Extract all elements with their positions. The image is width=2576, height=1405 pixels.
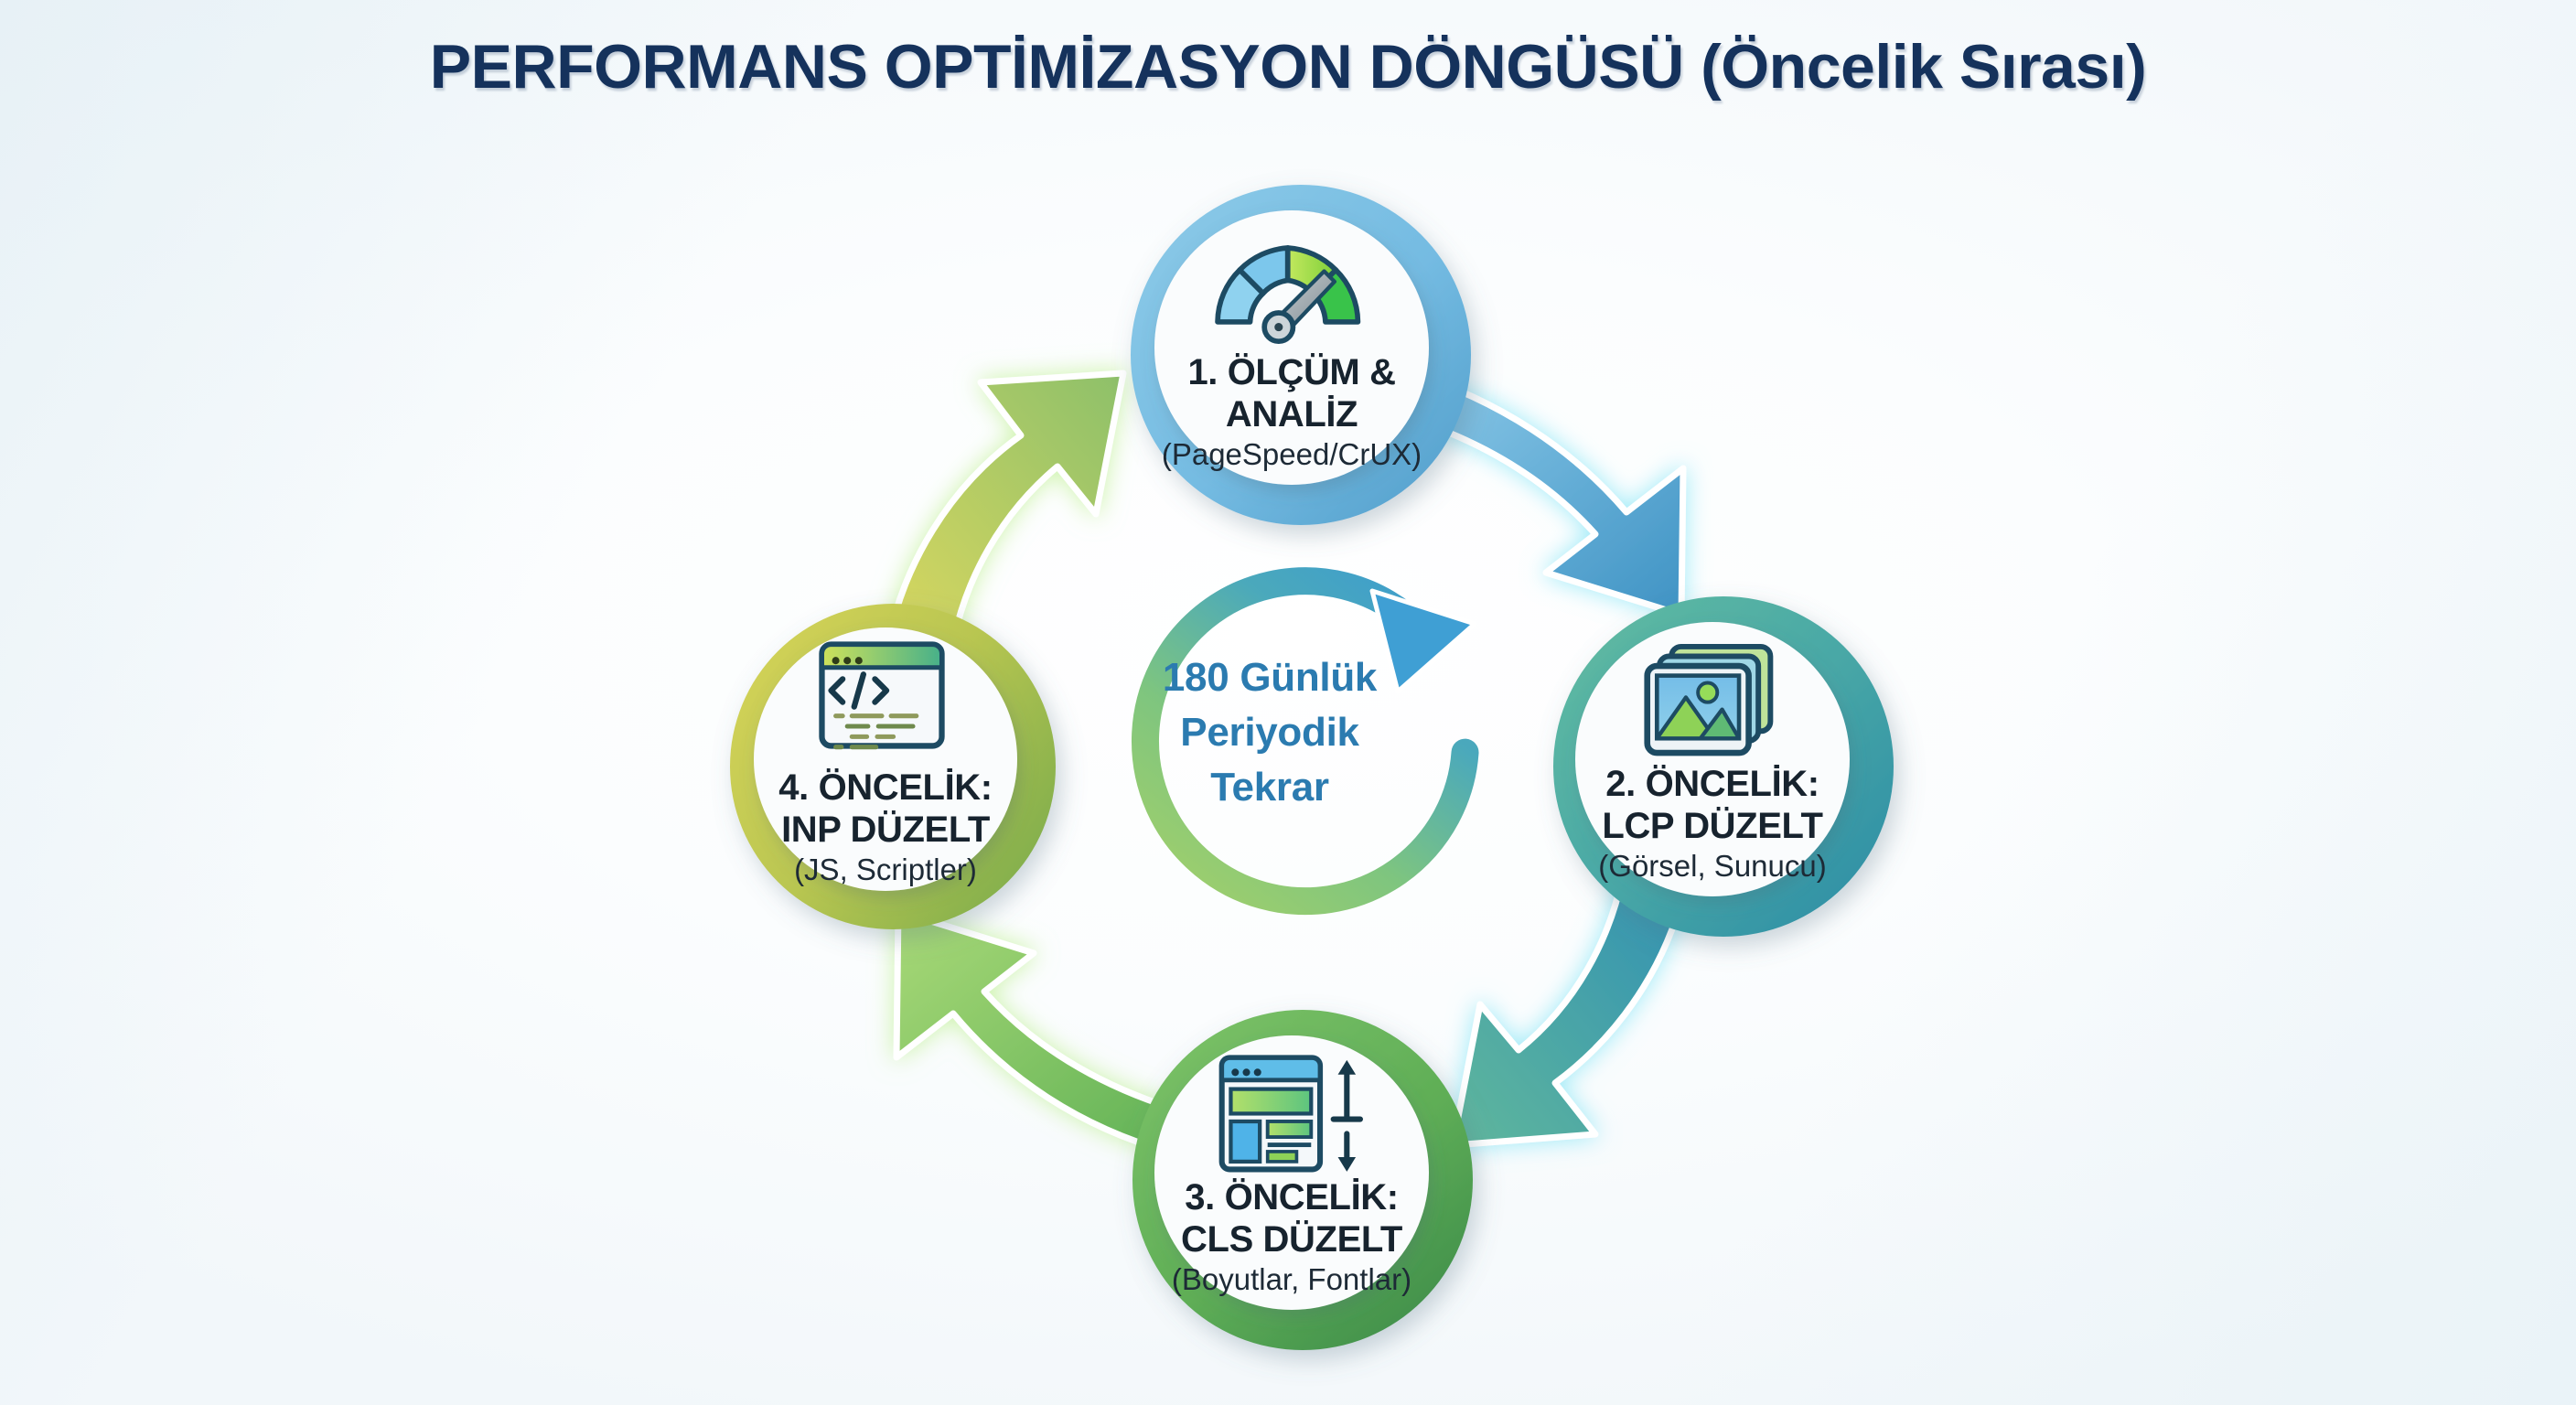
node-3-title-line1: 3. ÖNCELİK: (1185, 1176, 1398, 1217)
node-1-title-line1: 1. ÖLÇÜM & (1187, 351, 1395, 392)
node-1-subtitle: (PageSpeed/CrUX) (1162, 437, 1422, 471)
node-olcum-analiz[interactable]: 1. ÖLÇÜM & ANALİZ (PageSpeed/CrUX) (1131, 185, 1471, 525)
code-window-icon (819, 641, 945, 750)
node-cls-duzelt[interactable]: 3. ÖNCELİK: CLS DÜZELT (Boyutlar, Fontla… (1132, 1010, 1473, 1350)
image-stack-icon (1644, 643, 1774, 756)
node-lcp-duzelt[interactable]: 2. ÖNCELİK: LCP DÜZELT (Görsel, Sunucu) (1553, 596, 1894, 937)
layout-shift-icon (1218, 1055, 1364, 1173)
node-4-subtitle: (JS, Scriptler) (794, 853, 977, 886)
node-3-title-line2: CLS DÜZELT (1181, 1218, 1402, 1260)
center-label-line3: Tekrar (1210, 765, 1329, 810)
node-inp-duzelt[interactable]: 4. ÖNCELİK: INP DÜZELT (JS, Scriptler) (730, 604, 1056, 929)
arrow-4-to-1 (882, 370, 1127, 660)
arrow-3-to-4 (893, 907, 1189, 1156)
node-2-subtitle: (Görsel, Sunucu) (1598, 849, 1826, 883)
node-1-title-line2: ANALİZ (1226, 394, 1358, 434)
center-cycle: 180 Günlük Periyodik Tekrar (1131, 567, 1479, 916)
speedometer-gauge-icon (1215, 245, 1361, 345)
center-label-line2: Periyodik (1180, 710, 1359, 755)
node-2-title-line1: 2. ÖNCELİK: (1605, 763, 1819, 804)
center-label-line1: 180 Günlük (1163, 655, 1378, 700)
arrow-2-to-3 (1449, 856, 1694, 1149)
page-title: PERFORMANS OPTİMİZASYON DÖNGÜSÜ (Öncelik… (429, 32, 2147, 102)
node-4-title-line1: 4. ÖNCELİK: (778, 767, 992, 808)
node-3-subtitle: (Boyutlar, Fontlar) (1172, 1262, 1411, 1296)
node-2-title-line2: LCP DÜZELT (1602, 805, 1822, 846)
node-4-title-line2: INP DÜZELT (781, 809, 990, 850)
circular-refresh-arrow-icon (1131, 567, 1479, 916)
